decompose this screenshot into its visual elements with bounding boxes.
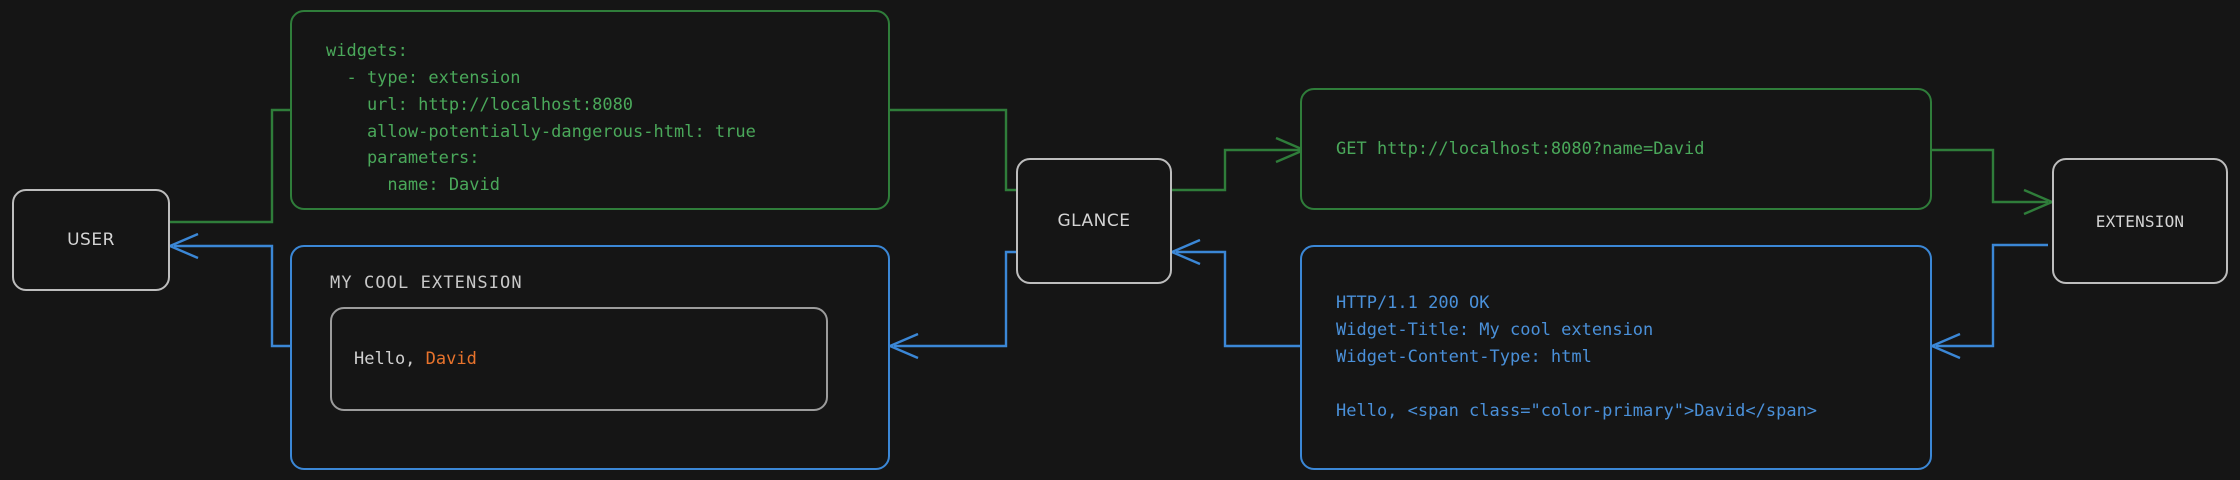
- http-response-code: HTTP/1.1 200 OK Widget-Title: My cool ex…: [1336, 293, 1818, 421]
- rendered-widget-title: MY COOL EXTENSION: [330, 273, 523, 293]
- wire-extension-to-response: [1928, 243, 2048, 360]
- http-request-code: GET http://localhost:8080?name=David: [1336, 138, 1705, 159]
- rendered-widget-body: Hello, David: [330, 307, 828, 411]
- widget-config-yaml-box[interactable]: widgets: - type: extension url: http://l…: [290, 10, 890, 210]
- http-response-box[interactable]: HTTP/1.1 200 OK Widget-Title: My cool ex…: [1300, 245, 1932, 470]
- rendered-widget-name: David: [425, 349, 477, 369]
- actor-extension-label: EXTENSION: [2095, 211, 2185, 231]
- rendered-widget-box[interactable]: MY COOL EXTENSION Hello, David: [290, 245, 890, 470]
- actor-extension[interactable]: EXTENSION: [2052, 158, 2228, 284]
- rendered-widget-greeting: Hello,: [354, 349, 426, 369]
- actor-glance-label: GLANCE: [1057, 211, 1131, 231]
- wire-response-to-glance: [1168, 238, 1300, 348]
- http-request-box[interactable]: GET http://localhost:8080?name=David: [1300, 88, 1932, 210]
- actor-glance[interactable]: GLANCE: [1016, 158, 1172, 284]
- actor-user-label: USER: [67, 230, 115, 250]
- wire-request-to-extension: [1932, 148, 2056, 216]
- wire-glance-to-request: [1172, 136, 1308, 192]
- widget-config-yaml-code: widgets: - type: extension url: http://l…: [326, 41, 756, 196]
- actor-user[interactable]: USER: [12, 189, 170, 291]
